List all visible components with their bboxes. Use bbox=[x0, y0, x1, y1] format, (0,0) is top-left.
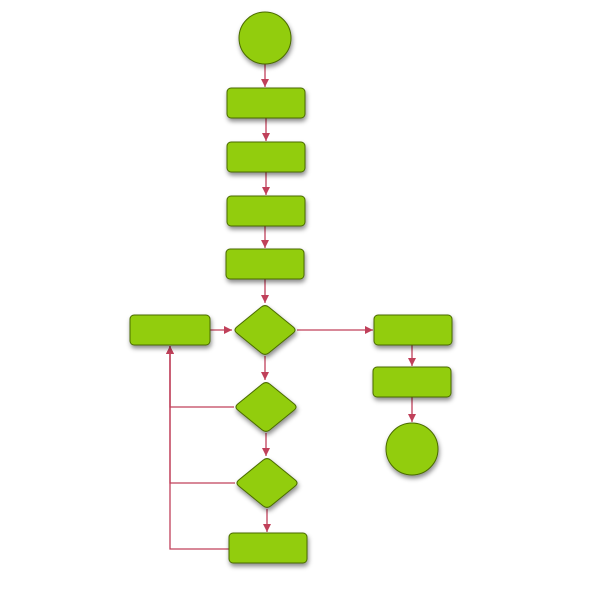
arrowhead bbox=[261, 79, 269, 87]
edge-decision-1-to-decision-2 bbox=[261, 356, 269, 380]
decision-1-shape bbox=[234, 305, 296, 355]
node-step-1[interactable] bbox=[226, 87, 306, 119]
arrowhead bbox=[224, 326, 232, 334]
edges-layer bbox=[166, 64, 416, 550]
arrowhead bbox=[262, 133, 270, 141]
arrowhead bbox=[261, 240, 269, 248]
step-4-shape bbox=[225, 248, 305, 280]
edge-line bbox=[169, 346, 234, 408]
arrowhead bbox=[408, 358, 416, 366]
side-box-shape bbox=[129, 314, 211, 346]
arrowhead bbox=[263, 524, 271, 532]
decision-3-shape bbox=[236, 458, 298, 508]
node-side-box[interactable] bbox=[129, 314, 211, 346]
edge-step-5-to-side-box bbox=[166, 346, 229, 550]
arrowhead bbox=[166, 346, 174, 354]
edge-decision-2-to-decision-3 bbox=[262, 433, 270, 456]
arrowhead bbox=[261, 295, 269, 303]
edge-step-4-to-decision-1 bbox=[261, 279, 269, 303]
edge-decision-2-to-side-box bbox=[166, 346, 234, 408]
arrowhead bbox=[262, 448, 270, 456]
node-step-2[interactable] bbox=[226, 141, 306, 173]
right-step-2-shape bbox=[372, 366, 452, 398]
node-decision-1[interactable] bbox=[234, 305, 296, 355]
nodes-layer bbox=[129, 11, 453, 564]
edge-line bbox=[169, 346, 235, 484]
node-step-3[interactable] bbox=[226, 195, 306, 227]
decision-2-shape bbox=[235, 382, 297, 432]
node-right-step-1[interactable] bbox=[373, 314, 453, 346]
step-5-shape bbox=[228, 532, 308, 564]
right-step-1-shape bbox=[373, 314, 453, 346]
node-decision-2[interactable] bbox=[235, 382, 297, 432]
arrowhead bbox=[408, 414, 416, 422]
node-right-step-2[interactable] bbox=[372, 366, 452, 398]
arrowhead bbox=[262, 187, 270, 195]
step-3-shape bbox=[226, 195, 306, 227]
node-end[interactable] bbox=[385, 422, 439, 476]
node-step-5[interactable] bbox=[228, 532, 308, 564]
arrowhead bbox=[261, 372, 269, 380]
step-2-shape bbox=[226, 141, 306, 173]
edge-decision-1-to-right-step-1 bbox=[297, 326, 373, 334]
edge-line bbox=[169, 346, 229, 550]
edge-decision-3-to-step-5 bbox=[263, 509, 271, 532]
start-shape bbox=[238, 11, 292, 65]
edge-right-step-2-to-end bbox=[408, 397, 416, 422]
edge-right-step-1-to-right-step-2 bbox=[408, 345, 416, 366]
edge-step-2-to-step-3 bbox=[262, 172, 270, 195]
node-decision-3[interactable] bbox=[236, 458, 298, 508]
edge-decision-3-to-side-box bbox=[166, 346, 235, 484]
edge-step-1-to-step-2 bbox=[262, 118, 270, 141]
edge-start-to-step-1 bbox=[261, 64, 269, 87]
node-step-4[interactable] bbox=[225, 248, 305, 280]
end-shape bbox=[385, 422, 439, 476]
edge-step-3-to-step-4 bbox=[261, 226, 269, 248]
node-start[interactable] bbox=[238, 11, 292, 65]
step-1-shape bbox=[226, 87, 306, 119]
edge-side-box-to-decision-1 bbox=[210, 326, 232, 334]
arrowhead bbox=[365, 326, 373, 334]
